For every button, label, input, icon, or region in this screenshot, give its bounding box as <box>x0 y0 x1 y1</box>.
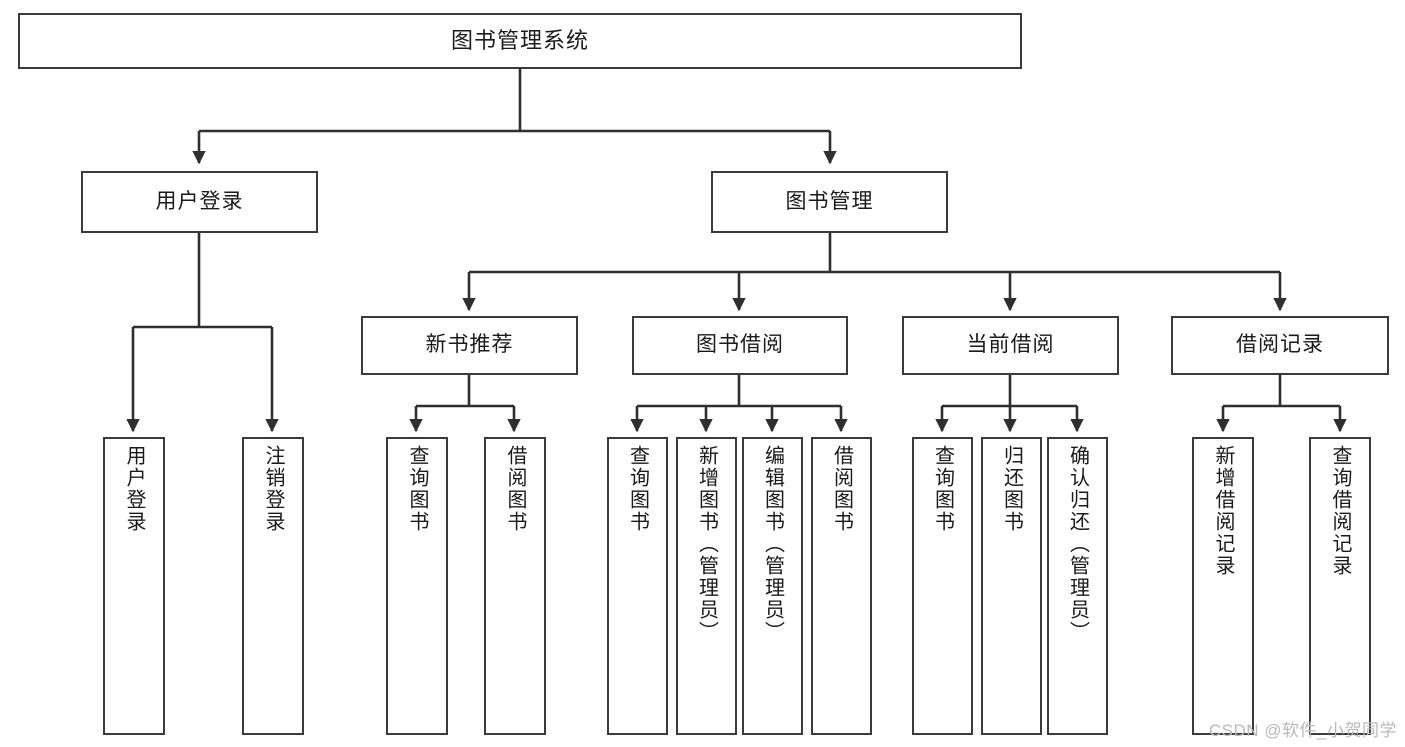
leaf-user-login-signin-label: 用户登录 <box>123 445 145 533</box>
leaf-borrow-record-add-label: 新增借阅记录 <box>1212 445 1234 577</box>
node-user-login[interactable]: 用户登录 <box>81 171 318 233</box>
leaf-book-borrow-query[interactable]: 查询图书 <box>607 437 668 735</box>
leaf-current-borrow-confirm-return-label: 确认归还（管理员） <box>1066 445 1089 643</box>
leaf-book-borrow-borrow[interactable]: 借阅图书 <box>811 437 872 735</box>
leaf-user-login-signout[interactable]: 注销登录 <box>242 437 304 735</box>
leaf-new-book-borrow[interactable]: 借阅图书 <box>484 437 546 735</box>
leaf-borrow-record-query[interactable]: 查询借阅记录 <box>1309 437 1371 735</box>
node-book-borrow-label: 图书借阅 <box>696 333 784 357</box>
leaf-current-borrow-query[interactable]: 查询图书 <box>912 437 973 735</box>
leaf-book-borrow-add[interactable]: 新增图书（管理员） <box>676 437 737 735</box>
leaf-book-borrow-edit-label: 编辑图书（管理员） <box>761 445 784 643</box>
node-root-system[interactable]: 图书管理系统 <box>18 13 1022 69</box>
node-new-book-recommend[interactable]: 新书推荐 <box>361 316 578 375</box>
leaf-book-borrow-borrow-label: 借阅图书 <box>830 445 853 533</box>
node-root-system-label: 图书管理系统 <box>450 28 589 54</box>
leaf-borrow-record-add[interactable]: 新增借阅记录 <box>1192 437 1254 735</box>
node-new-book-recommend-label: 新书推荐 <box>425 333 514 357</box>
leaf-user-login-signout-label: 注销登录 <box>262 445 284 533</box>
leaf-book-borrow-query-label: 查询图书 <box>626 445 649 533</box>
leaf-new-book-query[interactable]: 查询图书 <box>386 437 448 735</box>
leaf-current-borrow-confirm-return[interactable]: 确认归还（管理员） <box>1047 437 1108 735</box>
node-borrow-record[interactable]: 借阅记录 <box>1171 316 1389 375</box>
node-borrow-record-label: 借阅记录 <box>1236 333 1324 357</box>
leaf-new-book-query-label: 查询图书 <box>406 445 428 533</box>
leaf-new-book-borrow-label: 借阅图书 <box>504 445 526 533</box>
leaf-current-borrow-query-label: 查询图书 <box>931 445 954 533</box>
node-user-login-label: 用户登录 <box>155 189 244 213</box>
watermark-text: CSDN @软件_小贺同学 <box>1208 721 1397 740</box>
node-book-borrow[interactable]: 图书借阅 <box>632 316 848 375</box>
leaf-current-borrow-return-label: 归还图书 <box>1000 445 1023 533</box>
leaf-user-login-signin[interactable]: 用户登录 <box>103 437 165 735</box>
node-current-borrow-label: 当前借阅 <box>966 333 1055 357</box>
leaf-borrow-record-query-label: 查询借阅记录 <box>1329 445 1351 577</box>
node-current-borrow[interactable]: 当前借阅 <box>902 316 1119 375</box>
leaf-book-borrow-add-label: 新增图书（管理员） <box>695 445 718 643</box>
node-book-management-label: 图书管理 <box>785 189 874 213</box>
leaf-current-borrow-return[interactable]: 归还图书 <box>981 437 1042 735</box>
leaf-book-borrow-edit[interactable]: 编辑图书（管理员） <box>742 437 803 735</box>
node-book-management[interactable]: 图书管理 <box>711 171 948 233</box>
